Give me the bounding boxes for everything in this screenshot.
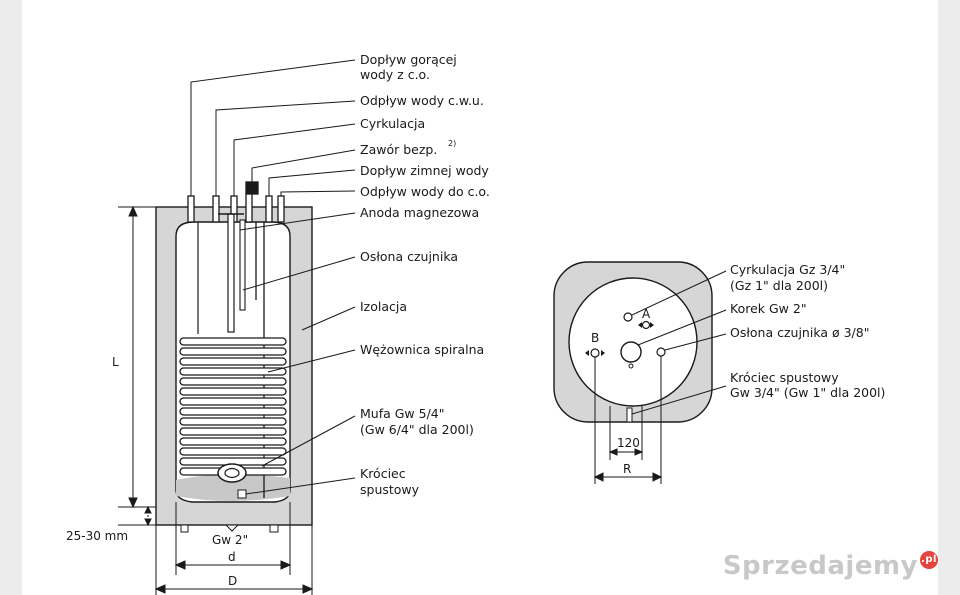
top-drain: [626, 407, 633, 423]
co-outlet-pipe: [277, 195, 285, 223]
coil-turn: [179, 417, 287, 426]
magnesium-anode: [227, 213, 235, 333]
label-circulation: Cyrkulacja: [360, 116, 425, 131]
safety-valve-pipe: [245, 191, 253, 223]
hot-inlet-pipe: [187, 195, 195, 223]
coil-turn: [179, 447, 287, 456]
top-label-plug: Korek Gw 2": [730, 301, 807, 316]
side-view: [155, 181, 313, 533]
label-sensor-sheath: Osłona czujnika: [360, 249, 458, 264]
top-label-circulation-2: (Gz 1" dla 200l): [730, 278, 828, 293]
top-dim-r: R: [623, 462, 631, 476]
side-dimensions: [118, 205, 314, 595]
label-cold-inlet: Dopływ zimnej wody: [360, 163, 489, 178]
top-plug: [620, 341, 642, 363]
coil-turn: [179, 387, 287, 396]
label-co-outlet: Odpływ wody do c.o.: [360, 184, 490, 199]
cold-inlet-pipe: [265, 195, 273, 223]
side-dimension-labels: L 25-30 mm Gw 2" d D: [66, 355, 248, 588]
label-sleeve-2: (Gw 6/4" dla 200l): [360, 422, 474, 437]
label-insulation: Izolacja: [360, 299, 407, 314]
side-labels: Dopływ gorącej wody z c.o. Odpływ wody c…: [360, 52, 490, 497]
coil-turn: [179, 427, 287, 436]
top-leader-lines: [631, 270, 727, 415]
label-drain-2: spustowy: [360, 482, 420, 497]
top-dimensions: [593, 356, 663, 484]
label-safety-valve-note: 2): [448, 139, 456, 148]
coil-turn: [179, 397, 287, 406]
watermark: Sprzedajemy.pl: [723, 551, 938, 581]
top-label-circulation-1: Cyrkulacja Gz 3/4": [730, 262, 845, 277]
safety-valve-body: [245, 181, 259, 195]
right-border-band: [938, 0, 960, 595]
top-circulation-port: [623, 312, 633, 322]
top-sensor-port: [656, 347, 666, 357]
top-dim-120: 120: [617, 436, 640, 450]
dim-outer-diameter-label: D: [228, 574, 237, 588]
label-sleeve-1: Mufa Gw 5/4": [360, 406, 445, 421]
label-hot-inlet-1: Dopływ gorącej: [360, 52, 457, 67]
top-port-b: [590, 348, 600, 358]
coil-turn: [179, 437, 287, 446]
dim-inner-diameter-label: d: [228, 550, 236, 564]
side-leader-lines: [190, 59, 356, 495]
coil-turn: [179, 377, 287, 386]
watermark-text: Sprzedajemy: [722, 551, 918, 581]
label-spiral-coil: Wężownica spiralna: [360, 342, 484, 357]
watermark-badge: .pl: [920, 551, 938, 569]
top-label-sensor: Osłona czujnika ø 3/8": [730, 325, 869, 340]
dhw-outlet-pipe: [212, 195, 220, 223]
top-letter-b: B: [591, 331, 599, 345]
label-safety-valve: Zawór bezp.: [360, 142, 437, 157]
label-anode: Anoda magnezowa: [360, 205, 479, 220]
label-drain-1: Króciec: [360, 466, 406, 481]
coil-turn: [179, 357, 287, 366]
dim-bottom-thread-label: Gw 2": [212, 533, 248, 547]
dim-height-label: L: [112, 355, 119, 369]
sensor-sheath: [239, 219, 246, 311]
dim-foot-label: 25-30 mm: [66, 529, 128, 543]
coil-turn: [179, 367, 287, 376]
left-border-band: [0, 0, 22, 595]
coil-turn: [179, 337, 287, 346]
top-label-drain-1: Króciec spustowy: [730, 370, 839, 385]
top-label-drain-2: Gw 3/4" (Gw 1" dla 200l): [730, 385, 885, 400]
label-hot-inlet-2: wody z c.o.: [360, 67, 430, 82]
spiral-coil: [179, 337, 287, 476]
top-port-a: [641, 320, 651, 330]
top-view: [553, 261, 713, 423]
label-dhw-outlet: Odpływ wody c.w.u.: [360, 93, 484, 108]
top-letter-a: A: [642, 307, 651, 321]
coil-turn: [179, 347, 287, 356]
top-labels: Cyrkulacja Gz 3/4" (Gz 1" dla 200l) Kore…: [591, 262, 885, 476]
coil-turn: [179, 407, 287, 416]
